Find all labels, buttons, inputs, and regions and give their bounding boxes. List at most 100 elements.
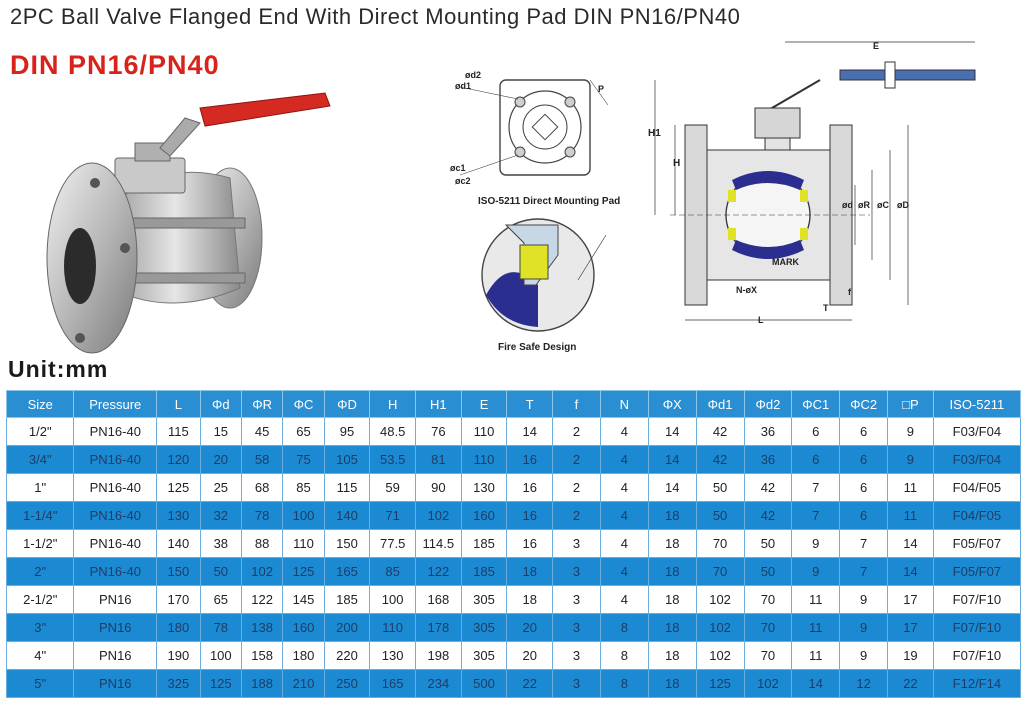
col-header: Pressure [73, 390, 158, 418]
table-cell: 140 [323, 501, 371, 530]
table-cell: 85 [282, 473, 325, 502]
table-cell: PN16 [73, 613, 158, 642]
dim-h1-label: H1 [648, 128, 661, 139]
table-cell: 130 [460, 473, 508, 502]
dim-c1-label: øc1 [450, 163, 466, 173]
table-cell: 188 [240, 669, 284, 698]
table-cell: 14 [647, 473, 697, 502]
table-cell: 12 [839, 669, 889, 698]
table-cell: 3 [552, 557, 601, 586]
table-cell: PN16 [73, 641, 158, 670]
table-cell: 9 [839, 641, 889, 670]
table-cell: 158 [240, 641, 284, 670]
table-cell: 7 [791, 473, 841, 502]
table-cell: F05/F07 [932, 529, 1022, 558]
table-cell: 1-1/2" [5, 529, 75, 558]
table-cell: 14 [506, 417, 554, 446]
table-cell: 50 [695, 501, 745, 530]
table-cell: 90 [415, 473, 462, 502]
table-cell: 2 [552, 417, 601, 446]
table-cell: 4 [599, 473, 649, 502]
dim-f-label: f [848, 287, 851, 297]
table-cell: 168 [415, 585, 462, 614]
col-header: Φd [199, 390, 242, 418]
table-cell: PN16-40 [73, 557, 158, 586]
table-cell: PN16-40 [73, 501, 158, 530]
table-cell: 6 [839, 417, 889, 446]
table-cell: 19 [887, 641, 934, 670]
col-header: ΦD [323, 390, 371, 418]
table-cell: 70 [743, 641, 793, 670]
table-cell: 16 [506, 445, 554, 474]
table-cell: 20 [199, 445, 242, 474]
table-cell: 9 [887, 417, 934, 446]
table-cell: F07/F10 [932, 613, 1022, 642]
table-cell: 100 [199, 641, 242, 670]
page-title: 2PC Ball Valve Flanged End With Direct M… [10, 4, 741, 29]
table-cell: 70 [695, 557, 745, 586]
table-cell: 2 [552, 445, 601, 474]
table-cell: 125 [695, 669, 745, 698]
table-cell: 3 [552, 529, 601, 558]
mounting-pad-drawing [459, 79, 609, 176]
table-cell: 76 [415, 417, 462, 446]
table-cell: 42 [743, 473, 793, 502]
table-cell: 2 [552, 473, 601, 502]
col-header: Φd1 [695, 390, 745, 418]
table-cell: 70 [743, 613, 793, 642]
table-cell: 100 [369, 585, 416, 614]
table-cell: 11 [887, 473, 934, 502]
table-cell: 58 [240, 445, 284, 474]
col-header: Φd2 [743, 390, 793, 418]
table-cell: 4 [599, 529, 649, 558]
table-cell: 18 [647, 501, 697, 530]
table-cell: F03/F04 [932, 445, 1022, 474]
table-cell: 3 [552, 669, 601, 698]
table-cell: 42 [695, 417, 745, 446]
table-cell: 9 [839, 585, 889, 614]
table-cell: 305 [460, 641, 508, 670]
dim-c2-label: øc2 [455, 176, 471, 186]
fire-safe-caption: Fire Safe Design [498, 342, 577, 353]
table-cell: 18 [647, 585, 697, 614]
table-cell: 7 [839, 529, 889, 558]
table-cell: 105 [323, 445, 371, 474]
col-header: ΦC [282, 390, 325, 418]
col-header: T [506, 390, 554, 418]
table-cell: F12/F14 [932, 669, 1022, 698]
table-cell: 6 [839, 445, 889, 474]
table-cell: PN16-40 [73, 417, 158, 446]
table-cell: 165 [323, 557, 371, 586]
table-cell: F04/F05 [932, 501, 1022, 530]
table-cell: 36 [743, 445, 793, 474]
table-cell: 6 [791, 417, 841, 446]
table-cell: 70 [743, 585, 793, 614]
table-cell: 4 [599, 585, 649, 614]
table-cell: 65 [199, 585, 242, 614]
table-cell: 210 [282, 669, 325, 698]
table-cell: 185 [323, 585, 371, 614]
table-cell: 11 [791, 641, 841, 670]
table-cell: 185 [460, 529, 508, 558]
table-cell: 17 [887, 613, 934, 642]
table-cell: 59 [369, 473, 416, 502]
dim-r-label: øR [858, 200, 870, 210]
col-header: Size [5, 390, 75, 418]
table-cell: 8 [599, 669, 649, 698]
table-cell: 122 [415, 557, 462, 586]
dim-n-label: N-øX [736, 285, 757, 295]
table-cell: 145 [282, 585, 325, 614]
table-cell: F04/F05 [932, 473, 1022, 502]
table-cell: 18 [506, 585, 554, 614]
table-cell: 250 [323, 669, 371, 698]
table-cell: 500 [460, 669, 508, 698]
table-cell: 1-1/4" [5, 501, 75, 530]
table-cell: 88 [240, 529, 284, 558]
table-cell: 36 [743, 417, 793, 446]
table-cell: 6 [839, 473, 889, 502]
table-cell: 180 [282, 641, 325, 670]
table-cell: 4 [599, 501, 649, 530]
